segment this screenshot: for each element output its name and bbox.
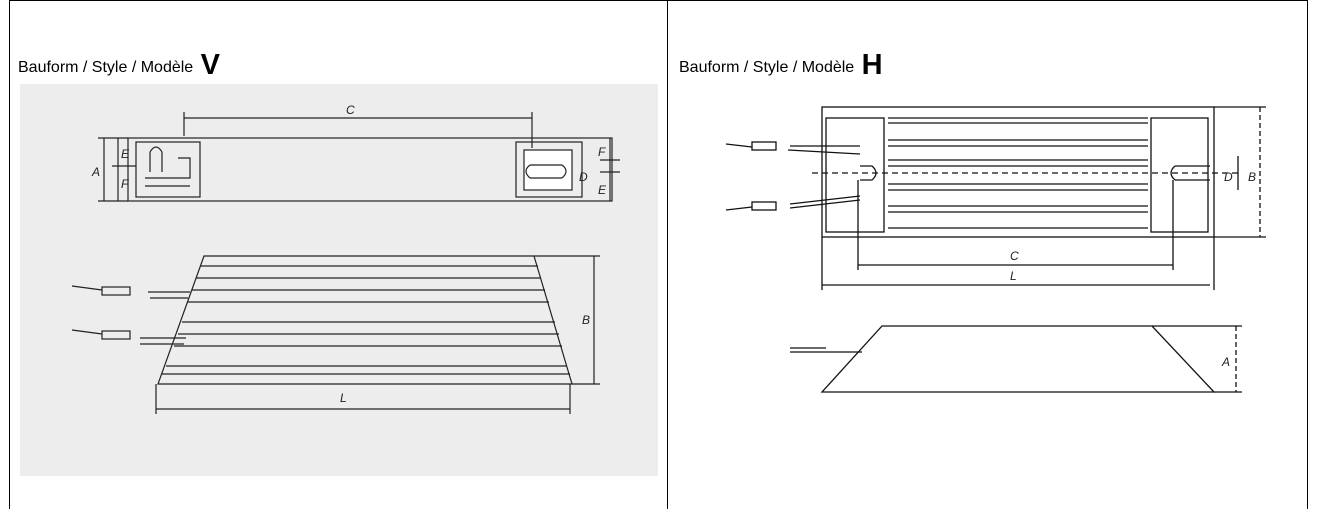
style-h-label-a: A <box>1221 355 1230 369</box>
cell-v-title: Bauform / Style / Modèle V <box>18 50 220 83</box>
cell-h-title: Bauform / Style / Modèle H <box>679 50 883 83</box>
style-v-body <box>157 255 573 385</box>
style-v-dim-a <box>98 137 136 202</box>
style-v-dim-l <box>155 384 571 414</box>
style-v-top-view <box>127 137 613 202</box>
style-h-top-view <box>812 106 1240 238</box>
column-divider <box>667 0 668 509</box>
style-v-label-a: A <box>91 165 100 179</box>
style-h-dim-c <box>857 180 1174 270</box>
style-h-label-c: C <box>1010 249 1019 263</box>
style-v-drawing-background <box>20 84 658 476</box>
style-v-dim-c <box>183 112 533 148</box>
style-h-side-view <box>790 325 1242 393</box>
style-h-label-d: D <box>1224 170 1233 184</box>
style-h-label-b: B <box>1248 170 1256 184</box>
cell-h-title-prefix: Bauform / Style / Modèle <box>679 59 855 76</box>
style-v-label-e-top: E <box>121 147 130 161</box>
style-h-dim-b <box>1214 106 1266 238</box>
style-h-wires <box>725 141 861 211</box>
style-v-label-e-bottom: E <box>598 183 607 197</box>
style-v-label-b: B <box>582 313 590 327</box>
style-v-label-c: C <box>346 103 355 117</box>
style-h-label-l: L <box>1010 269 1017 283</box>
style-v-dim-right <box>600 138 620 201</box>
style-h-dim-l <box>821 237 1215 290</box>
cell-h-model-letter: H <box>861 49 883 81</box>
table-frame <box>9 0 1308 509</box>
style-v-label-d: D <box>579 170 588 184</box>
cell-v-model-letter: V <box>200 49 220 81</box>
style-v-wires <box>71 285 190 345</box>
cell-v-title-prefix: Bauform / Style / Modèle <box>18 59 194 76</box>
style-v-label-f-left: F <box>121 177 129 191</box>
style-v-label-l: L <box>340 391 347 405</box>
style-v-label-f-right: F <box>598 145 606 159</box>
style-v-dim-b <box>534 255 600 385</box>
